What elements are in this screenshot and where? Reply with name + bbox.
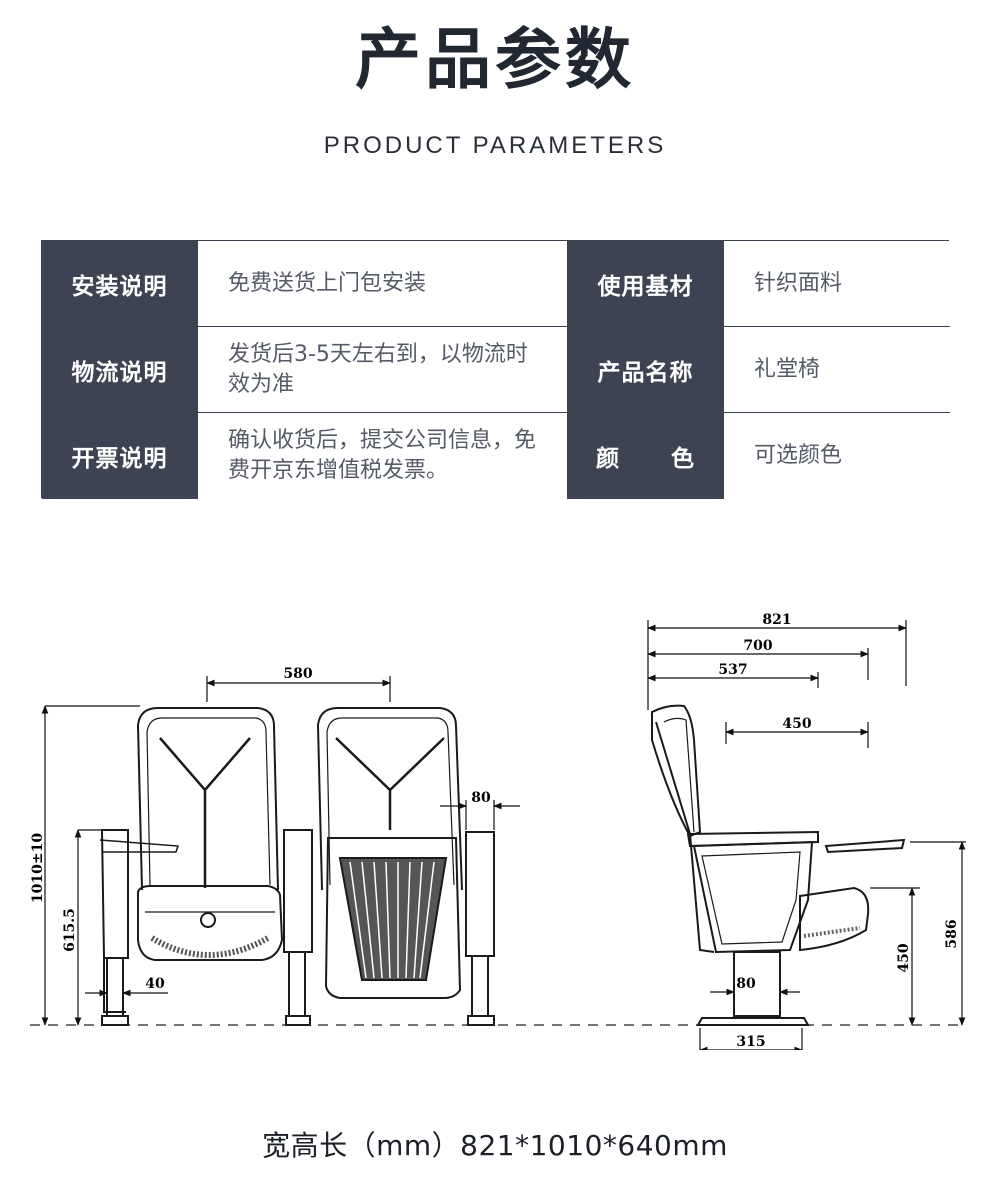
front-view bbox=[99, 707, 495, 1026]
left-armrest bbox=[100, 829, 129, 959]
page-subtitle: PRODUCT PARAMETERS bbox=[323, 132, 667, 159]
side-view bbox=[651, 704, 906, 1026]
dim-side-821: 821 bbox=[762, 612, 791, 628]
dim-leg-width: 40 bbox=[145, 976, 165, 992]
dim-arm-height: 586 bbox=[944, 919, 960, 948]
left-chair-seat bbox=[137, 885, 284, 961]
dim-side-700: 700 bbox=[743, 638, 772, 654]
param-label-material: 使用基材 bbox=[568, 241, 724, 327]
param-value-install: 免费送货上门包安装 bbox=[198, 241, 568, 327]
parameters-table: 安装说明 免费送货上门包安装 使用基材 针织面料 物流说明 发货后3-5天左右到… bbox=[41, 240, 950, 499]
dim-armrest-width: 80 bbox=[471, 790, 491, 806]
dim-front-height: 1010±10 bbox=[30, 833, 46, 903]
right-chair-back bbox=[316, 707, 463, 891]
dim-armrest-height: 615.5 bbox=[62, 908, 78, 952]
param-value-logistics: 发货后3-5天左右到，以物流时效为准 bbox=[198, 327, 568, 413]
left-chair-back bbox=[136, 707, 279, 891]
side-tablet bbox=[824, 838, 906, 854]
param-label-color: 颜 色 bbox=[568, 413, 724, 499]
side-armrest bbox=[686, 830, 819, 848]
dim-front-width: 580 bbox=[283, 666, 312, 682]
param-label-product-name: 产品名称 bbox=[568, 327, 724, 413]
side-base bbox=[696, 1017, 810, 1026]
param-label-color-second: 色 bbox=[671, 446, 695, 472]
param-label-install: 安装说明 bbox=[42, 241, 198, 327]
param-label-invoice: 开票说明 bbox=[42, 413, 198, 499]
param-value-product-name: 礼堂椅 bbox=[724, 327, 950, 413]
side-seat bbox=[799, 886, 870, 952]
param-label-color-first: 颜 bbox=[596, 446, 620, 472]
seat-emblem bbox=[200, 912, 216, 928]
param-value-invoice: 确认收货后，提交公司信息，免费开京东增值税发票。 bbox=[198, 413, 568, 499]
side-column bbox=[733, 951, 781, 1017]
side-chair-back bbox=[651, 704, 702, 838]
dim-seat-height: 450 bbox=[896, 943, 912, 972]
middle-armrest bbox=[283, 829, 313, 953]
right-armrest bbox=[465, 831, 495, 957]
chair-dimension-drawing: 580 1010±10 615.5 80 40 bbox=[30, 612, 966, 1050]
side-dimensions bbox=[647, 620, 966, 1050]
front-dimensions bbox=[41, 676, 520, 1026]
dim-base: 315 bbox=[736, 1034, 765, 1050]
page-title: 产品参数 bbox=[355, 21, 635, 98]
param-value-material: 针织面料 bbox=[724, 241, 950, 327]
dimensions-summary: 宽高长（mm）821*1010*640mm bbox=[262, 1129, 728, 1162]
param-label-logistics: 物流说明 bbox=[42, 327, 198, 413]
param-value-color: 可选颜色 bbox=[724, 413, 950, 499]
right-chair-folded-seat bbox=[324, 837, 462, 999]
dim-column: 80 bbox=[736, 976, 756, 992]
dim-side-537: 537 bbox=[718, 662, 747, 678]
dim-side-tablet: 450 bbox=[782, 716, 811, 732]
